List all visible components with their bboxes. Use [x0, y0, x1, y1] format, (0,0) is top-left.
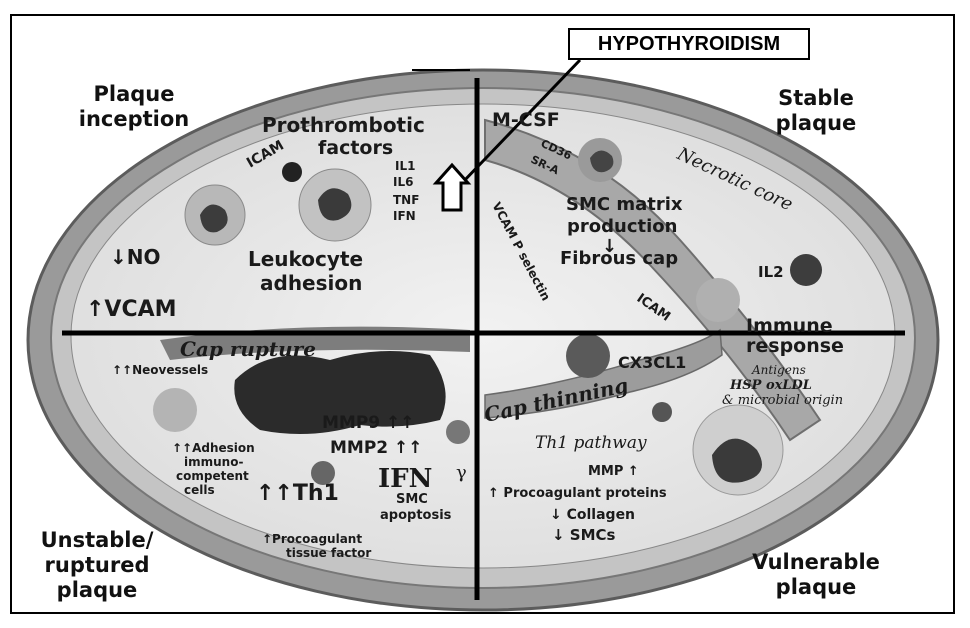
label-ifn: IFN: [393, 209, 416, 223]
quadrant-label-bottom-left: Unstable/ ruptured plaque: [32, 528, 162, 603]
label-adhesion-immuno: ↑↑Adhesion: [172, 441, 255, 455]
label-hsp: HSP oxLDL: [729, 378, 812, 393]
label-mmp9: MMP9 ↑↑: [322, 413, 415, 433]
label-antigens: Antigens: [751, 363, 806, 377]
small-cell-mmp: [446, 420, 470, 444]
label-vcam: ↑VCAM: [86, 297, 177, 322]
label-smcs: ↓ SMCs: [552, 526, 616, 544]
quadrant-label-bottom-right: Vulnerable plaque: [736, 550, 896, 600]
label-il1: IL1: [395, 159, 415, 173]
label-mmp2: MMP2 ↑↑: [330, 438, 423, 458]
label-immune: Immune: [746, 315, 833, 337]
label-tnf: TNF: [393, 193, 419, 207]
label-response: response: [746, 335, 844, 357]
macrophage-cell-right: [696, 278, 740, 322]
small-cell-bottom-right: [652, 402, 672, 422]
hypothyroidism-label: HYPOTHYROIDISM: [568, 28, 810, 60]
quadrant-label-top-left: Plaque inception: [72, 82, 196, 132]
label-adhesion: adhesion: [260, 271, 362, 295]
label-production: production: [567, 216, 677, 237]
label-mcsf: M-CSF: [492, 109, 560, 131]
label-cap-rupture: Cap rupture: [180, 337, 316, 361]
label-smc: SMC: [396, 492, 428, 507]
label-procoagulant-tf: ↑Procoagulant: [262, 532, 362, 546]
label-neovessels: ↑↑Neovessels: [112, 363, 208, 377]
label-th1: ↑↑Th1: [256, 481, 339, 506]
macrophage-cell-left: [153, 388, 197, 432]
label-cells: cells: [184, 483, 215, 497]
label-leukocyte: Leukocyte: [248, 247, 363, 271]
label-no: ↓NO: [110, 245, 161, 269]
label-prothrombotic: Prothrombotic: [262, 113, 425, 137]
label-competent: competent: [176, 469, 249, 483]
label-immuno: immuno-: [184, 455, 243, 469]
label-cx3cl1: CX3CL1: [618, 353, 686, 372]
quadrant-label-top-right: Stable plaque: [764, 86, 868, 136]
label-apoptosis: apoptosis: [380, 508, 452, 523]
label-tissue-factor: tissue factor: [286, 546, 371, 560]
label-gamma: γ: [456, 462, 467, 483]
t-cell-right: [790, 254, 822, 286]
label-ifn-big: IFN: [378, 464, 432, 494]
label-procoag-proteins: ↑ Procoagulant proteins: [488, 486, 667, 501]
label-il6: IL6: [393, 175, 413, 189]
label-factors: factors: [318, 137, 393, 159]
label-smc-matrix: SMC matrix: [566, 194, 683, 215]
th1-cell-bottom-right: [566, 334, 610, 378]
label-fibrous-cap: Fibrous cap: [560, 248, 678, 269]
label-collagen: ↓ Collagen: [550, 507, 635, 523]
label-microbial: & microbial origin: [722, 393, 843, 408]
label-mmp-up: MMP ↑: [588, 464, 639, 479]
small-dark-cell: [282, 162, 302, 182]
label-il2: IL2: [758, 263, 784, 281]
label-th1-pathway: Th1 pathway: [535, 433, 647, 453]
